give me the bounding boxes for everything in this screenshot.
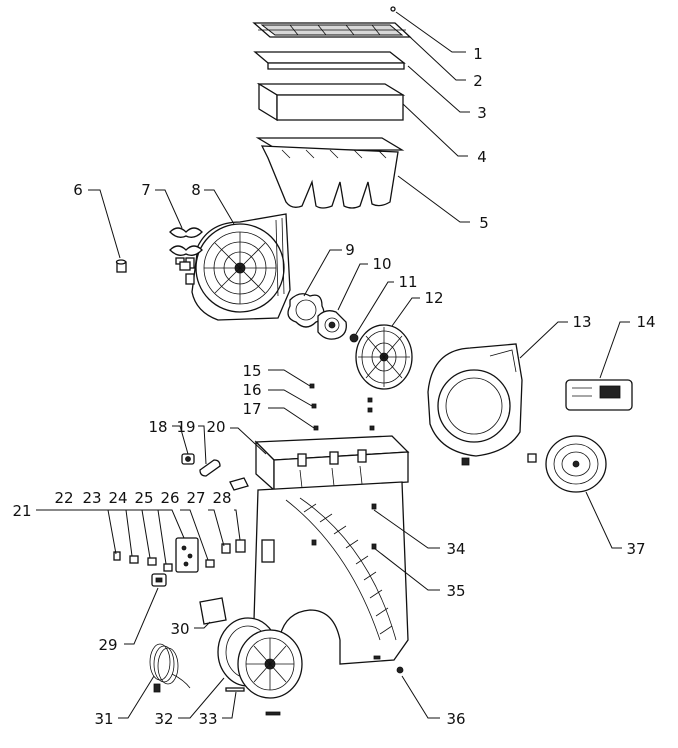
- callout-5: 5: [479, 214, 489, 232]
- callout-8: 8: [191, 181, 201, 199]
- part-2-prefilter: [253, 51, 406, 70]
- part-7-clips: [169, 227, 203, 271]
- callout-23: 23: [82, 489, 101, 507]
- part-4-5-filter-housing: [255, 137, 405, 209]
- callout-3: 3: [477, 104, 487, 122]
- part-1-grille: [252, 6, 412, 38]
- part-37-fan-grille: [545, 435, 607, 493]
- callout-11: 11: [398, 273, 417, 291]
- callout-32: 32: [154, 710, 173, 728]
- part-13-blower-cover: [427, 343, 537, 466]
- callout-16: 16: [242, 381, 261, 399]
- callout-20: 20: [206, 418, 225, 436]
- part-30-cover-plate: [199, 597, 227, 625]
- callout-14: 14: [636, 313, 655, 331]
- callout-1: 1: [473, 45, 483, 63]
- part-33-axle: [225, 687, 281, 716]
- part-8-blower-housing: [185, 213, 291, 321]
- callout-37: 37: [626, 540, 645, 558]
- callout-15: 15: [242, 362, 261, 380]
- callout-35: 35: [446, 582, 465, 600]
- callout-labels: 1 2 3 4 5 6 7 8 9 10 11 12 13 14 15 16 1…: [12, 45, 655, 728]
- part-6-knob: [115, 259, 127, 273]
- part-11-bearing: [349, 333, 359, 343]
- callout-22: 22: [54, 489, 73, 507]
- callout-25: 25: [134, 489, 153, 507]
- part-3-filter-block: [256, 82, 406, 122]
- callout-19: 19: [176, 418, 195, 436]
- callout-9: 9: [345, 241, 355, 259]
- callout-4: 4: [477, 148, 487, 166]
- callout-30: 30: [170, 620, 189, 638]
- part-14-control-board: [565, 379, 633, 411]
- callout-29: 29: [98, 636, 117, 654]
- callout-21: 21: [12, 502, 31, 520]
- callout-13: 13: [572, 313, 591, 331]
- parts-21-28-components: [113, 537, 246, 573]
- parts-15-17-screws: [309, 383, 375, 431]
- part-10-motor: [317, 310, 347, 340]
- leader-lines: [36, 11, 630, 719]
- callout-12: 12: [424, 289, 443, 307]
- callout-28: 28: [212, 489, 231, 507]
- callout-34: 34: [446, 540, 465, 558]
- part-20-plug: [229, 477, 249, 491]
- parts-34-35-36-screws: [311, 503, 404, 674]
- callout-24: 24: [108, 489, 127, 507]
- callout-17: 17: [242, 400, 261, 418]
- callout-36: 36: [446, 710, 465, 728]
- part-31-power-cord: [149, 643, 191, 693]
- callout-31: 31: [94, 710, 113, 728]
- part-29-switch: [151, 573, 167, 587]
- part-32-wheels: [217, 617, 303, 699]
- callout-27: 27: [186, 489, 205, 507]
- callout-10: 10: [372, 255, 391, 273]
- callout-26: 26: [160, 489, 179, 507]
- callout-6: 6: [73, 181, 83, 199]
- callout-33: 33: [198, 710, 217, 728]
- part-20-main-body: [253, 435, 410, 665]
- part-18-19-connectors: [181, 453, 221, 477]
- callout-18: 18: [148, 418, 167, 436]
- callout-2: 2: [473, 72, 483, 90]
- part-12-impeller: [355, 324, 413, 390]
- callout-7: 7: [141, 181, 151, 199]
